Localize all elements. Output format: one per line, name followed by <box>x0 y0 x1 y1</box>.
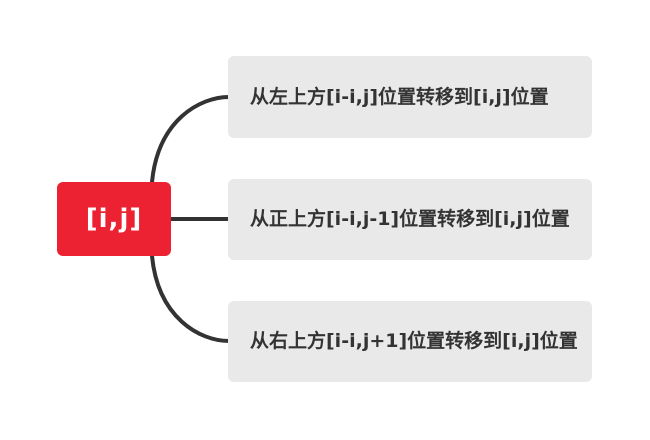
child-node-label: 从正上方[i-i,j-1]位置转移到[i,j]位置 <box>250 208 570 230</box>
root-node[interactable]: [i,j] <box>57 182 171 256</box>
child-node-directly-above[interactable]: 从正上方[i-i,j-1]位置转移到[i,j]位置 <box>228 179 592 260</box>
child-node-label: 从右上方[i-i,j+1]位置转移到[i,j]位置 <box>250 330 578 352</box>
root-node-label: [i,j] <box>85 204 143 234</box>
connector-bottom <box>150 254 231 343</box>
child-node-label: 从左上方[i-i,j]位置转移到[i,j]位置 <box>250 85 549 108</box>
child-node-top-right[interactable]: 从右上方[i-i,j+1]位置转移到[i,j]位置 <box>228 301 592 382</box>
connector-top <box>150 95 231 184</box>
child-node-top-left[interactable]: 从左上方[i-i,j]位置转移到[i,j]位置 <box>228 56 592 138</box>
